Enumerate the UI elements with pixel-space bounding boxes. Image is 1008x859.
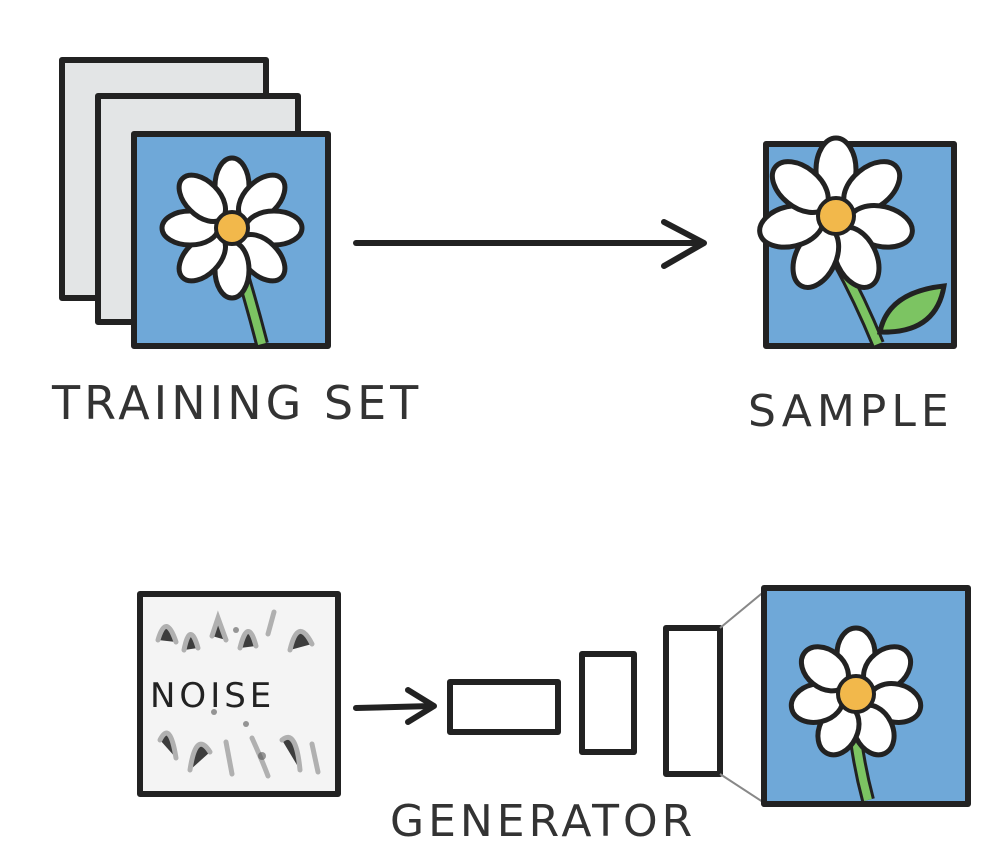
daisy-flower-icon — [159, 155, 305, 301]
sample-label: SAMPLE — [748, 386, 954, 437]
training-set-label: TRAINING SET — [52, 376, 423, 430]
projection-lines — [719, 589, 767, 805]
daisy-flower-icon — [788, 625, 924, 758]
right-arrow-icon — [353, 687, 437, 725]
daisy-flower-icon — [757, 135, 915, 290]
flower-leaf — [876, 283, 948, 335]
sample-image-card — [757, 135, 957, 349]
generator-layer-2 — [579, 651, 637, 755]
generator-layer-1 — [447, 679, 561, 735]
noise-image-card — [137, 591, 341, 797]
generator-label: GENERATOR — [390, 796, 697, 847]
generated-image-card — [761, 585, 971, 807]
generator-network — [447, 625, 723, 777]
generator-layer-3 — [663, 625, 723, 777]
training-set-stack — [59, 57, 331, 349]
noise-label: NOISE — [150, 676, 276, 716]
right-arrow-icon — [353, 219, 707, 269]
training-image-card — [131, 131, 331, 349]
